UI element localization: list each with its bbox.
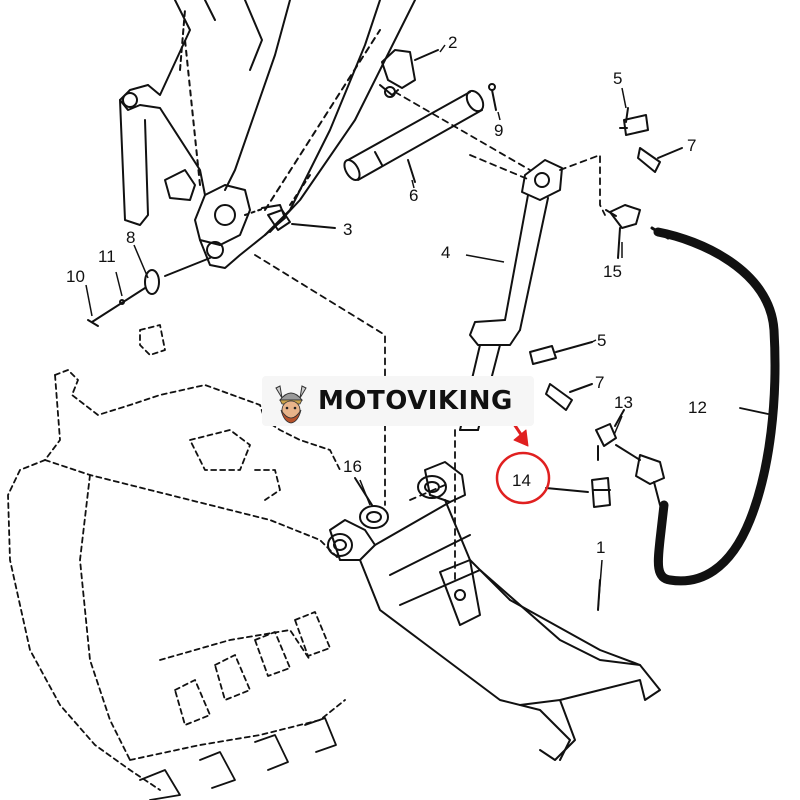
highlight-ring bbox=[495, 451, 551, 505]
callout-7-upper: 7 bbox=[687, 136, 696, 155]
callout-2: 2 bbox=[448, 33, 457, 52]
callout-7-lower: 7 bbox=[595, 373, 604, 392]
part-7-clip-lower bbox=[545, 383, 593, 411]
callout-13: 13 bbox=[614, 393, 633, 412]
part-5-pin-upper bbox=[619, 107, 649, 136]
boom-arm bbox=[119, 0, 416, 269]
viking-helmet-icon bbox=[275, 385, 307, 424]
brand-watermark: MOTOVIKING bbox=[262, 376, 534, 426]
part-10-11-bolt bbox=[87, 287, 146, 327]
part-6-pin bbox=[343, 89, 485, 183]
callout-15: 15 bbox=[603, 262, 622, 281]
callout-12: 12 bbox=[688, 398, 707, 417]
part-3-bracket bbox=[267, 209, 336, 231]
callout-9: 9 bbox=[494, 121, 503, 140]
part-7-clip-upper bbox=[637, 147, 683, 173]
part-5-pin-lower bbox=[529, 341, 593, 365]
part-2-bracket bbox=[379, 49, 439, 98]
callout-8: 8 bbox=[126, 228, 135, 247]
callout-labels: 1 2 3 4 5 5 6 7 7 8 9 10 11 12 13 14 15 … bbox=[66, 33, 707, 557]
part-16-bushings bbox=[354, 475, 447, 529]
part-15-elbow bbox=[605, 204, 641, 259]
callout-5-lower: 5 bbox=[597, 331, 606, 350]
part-14-fitting bbox=[545, 477, 611, 508]
callout-6: 6 bbox=[409, 186, 418, 205]
callout-1: 1 bbox=[596, 538, 605, 557]
callout-14: 14 bbox=[512, 471, 531, 490]
callout-10: 10 bbox=[66, 267, 85, 286]
part-13-fitting bbox=[595, 409, 665, 506]
callout-4: 4 bbox=[441, 243, 450, 262]
part-1-coupler bbox=[327, 461, 661, 761]
callout-5-upper: 5 bbox=[613, 69, 622, 88]
part-12-hose bbox=[650, 226, 780, 586]
part-9-bolt bbox=[488, 83, 497, 111]
callout-16: 16 bbox=[343, 457, 362, 476]
bucket-outline bbox=[7, 324, 346, 791]
callout-11: 11 bbox=[98, 247, 116, 266]
guide-lines bbox=[254, 91, 606, 581]
leader-lines bbox=[85, 44, 627, 611]
callout-3: 3 bbox=[343, 220, 352, 239]
part-8-washer bbox=[144, 257, 211, 295]
brand-name: MOTOVIKING bbox=[318, 386, 513, 416]
bucket-teeth bbox=[139, 717, 337, 800]
